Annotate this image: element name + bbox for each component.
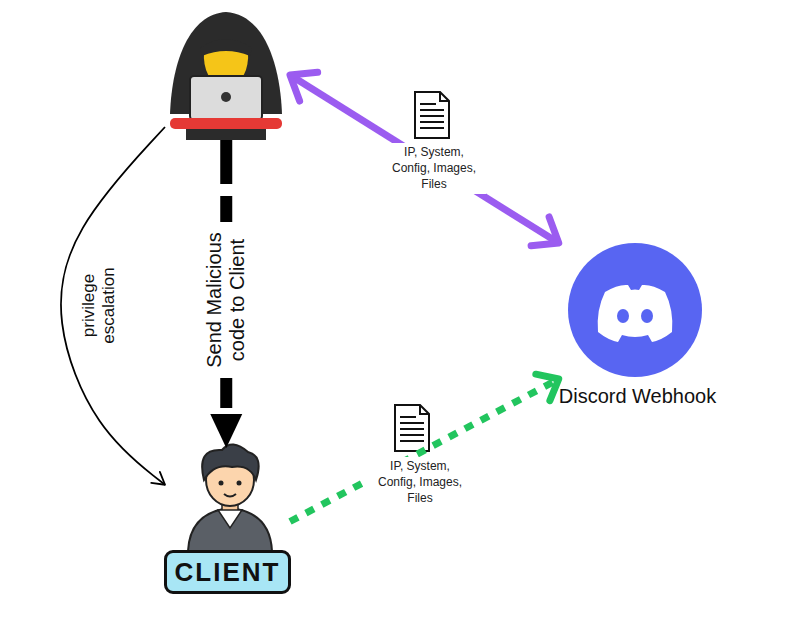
payload-label: IP, System, Config, Images, Files	[368, 457, 472, 508]
document-icon	[395, 405, 429, 451]
text-holder: Discord Webhook	[550, 385, 725, 408]
client-person-icon	[188, 444, 272, 551]
document-icon	[415, 92, 449, 138]
client-node: CLIENT	[165, 448, 290, 595]
client-label: CLIENT	[175, 557, 281, 588]
discord-logo	[568, 243, 702, 377]
label-box: CLIENT	[164, 550, 292, 594]
edge-label: Send Malicious code to Client	[202, 222, 250, 378]
hacker-icon	[170, 12, 282, 140]
discord-webhook-node: Discord Webhook	[550, 243, 725, 413]
upload-arrow	[290, 379, 559, 522]
edge-label: privilege escalation	[78, 256, 119, 354]
webhook-label: Discord Webhook	[559, 385, 716, 407]
hacker-node	[165, 10, 290, 140]
payload-label: IP, System, Config, Images, Files	[382, 143, 486, 194]
exfil-link-arrow	[290, 75, 559, 243]
privilege-escalation-arrow	[61, 127, 165, 485]
